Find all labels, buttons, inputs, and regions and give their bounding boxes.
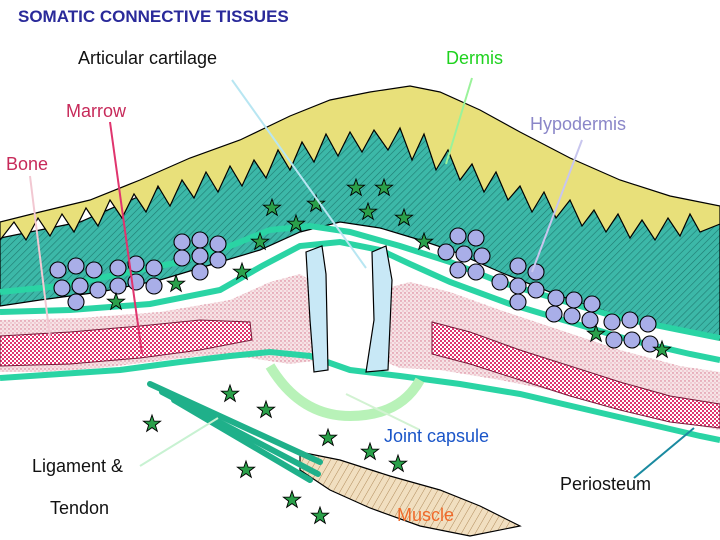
fat-cell	[449, 261, 467, 279]
fat-cell	[563, 307, 581, 325]
fibroblast-star	[388, 453, 408, 473]
fibroblast-star	[232, 261, 252, 281]
fat-cell	[603, 313, 621, 331]
fat-cell	[527, 263, 545, 281]
fat-cell	[67, 257, 85, 275]
fibroblast-star	[306, 193, 326, 213]
fat-cell	[621, 311, 639, 329]
fibroblast-star	[286, 213, 306, 233]
fat-cell	[605, 331, 623, 349]
fat-cell	[527, 281, 545, 299]
fat-cell	[209, 251, 227, 269]
lower-marrow	[431, 321, 720, 429]
fat-cell	[623, 331, 641, 349]
fat-cell	[89, 281, 107, 299]
pointer-joint	[345, 393, 421, 431]
pointer-ligament	[139, 417, 219, 467]
fat-cell	[49, 261, 67, 279]
fibroblast-star	[106, 291, 126, 311]
fibroblast-star	[256, 399, 276, 419]
label-dermis: Dermis	[446, 48, 503, 68]
fat-cell	[581, 311, 599, 329]
fat-cell	[191, 231, 209, 249]
fat-cell	[583, 295, 601, 313]
fat-cell	[547, 289, 565, 307]
label-ligament: Ligament &	[32, 456, 124, 476]
fibroblast-star	[586, 323, 606, 343]
fat-cell	[467, 229, 485, 247]
fibroblast-star	[142, 413, 162, 433]
fat-cell	[473, 247, 491, 265]
fat-cell	[449, 227, 467, 245]
fat-cell	[639, 315, 657, 333]
fat-cell	[109, 277, 127, 295]
fibroblast-star	[346, 177, 366, 197]
label-periosteum: Periosteum	[560, 474, 652, 494]
muscle	[299, 451, 522, 537]
pointer-articular	[231, 79, 367, 269]
page-title: SOMATIC CONNECTIVE TISSUES	[18, 7, 289, 26]
fibroblast-star	[250, 231, 270, 251]
fat-cell-group	[49, 227, 659, 353]
pointer-marrow	[109, 121, 143, 355]
fibroblast-star	[414, 231, 434, 251]
fibroblast-star	[360, 441, 380, 461]
fat-cell	[173, 233, 191, 251]
fat-cell	[67, 293, 85, 311]
articular-cartilage-right	[365, 245, 393, 373]
pointer-hypodermis	[531, 139, 583, 273]
fat-cell	[173, 249, 191, 267]
fibroblast-star	[394, 207, 414, 227]
pointer-dermis	[445, 77, 473, 165]
fat-cell	[455, 245, 473, 263]
fibroblast-star	[310, 505, 330, 525]
fibroblast-star	[282, 489, 302, 509]
label-pointers	[29, 77, 695, 479]
fibroblast-star	[374, 177, 394, 197]
label-bone: Bone	[6, 154, 49, 174]
fat-cell	[509, 277, 527, 295]
fat-cell	[509, 293, 527, 311]
fat-cell	[191, 263, 209, 281]
label-tendon: Tendon	[50, 498, 110, 518]
periosteum-lower	[0, 348, 720, 443]
label-muscle: Muscle	[397, 505, 455, 525]
fat-cell	[209, 235, 227, 253]
fibroblast-star	[652, 339, 672, 359]
fat-cell	[565, 291, 583, 309]
fat-cell	[71, 277, 89, 295]
label-marrow: Marrow	[66, 101, 127, 121]
fat-cell	[509, 257, 527, 275]
ligament-tendon	[147, 381, 323, 483]
fibroblast-star	[166, 273, 186, 293]
fat-cell	[53, 279, 71, 297]
fibroblast-group	[106, 177, 672, 525]
pointer-periosteum	[633, 427, 695, 479]
label-hypodermis: Hypodermis	[530, 114, 627, 134]
label-articular-cartilage: Articular cartilage	[78, 48, 218, 68]
articular-cartilage-left	[305, 245, 329, 373]
fat-cell	[127, 255, 145, 273]
fat-cell	[85, 261, 103, 279]
fat-cell	[145, 277, 163, 295]
fibroblast-star	[220, 383, 240, 403]
fat-cell	[437, 243, 455, 261]
fat-cell	[641, 335, 659, 353]
fat-cell	[467, 263, 485, 281]
fibroblast-star	[236, 459, 256, 479]
fibroblast-star	[262, 197, 282, 217]
label-joint-capsule: Joint capsule	[384, 426, 490, 446]
fat-cell	[491, 273, 509, 291]
fat-cell	[109, 259, 127, 277]
fat-cell	[545, 305, 563, 323]
joint-capsule	[265, 363, 425, 422]
fibroblast-star	[318, 427, 338, 447]
pointer-bone	[29, 175, 51, 339]
epidermis-layer	[0, 85, 720, 242]
upper-marrow	[0, 319, 253, 367]
fat-cell	[191, 247, 209, 265]
fibroblast-star	[358, 201, 378, 221]
fat-cell	[145, 259, 163, 277]
